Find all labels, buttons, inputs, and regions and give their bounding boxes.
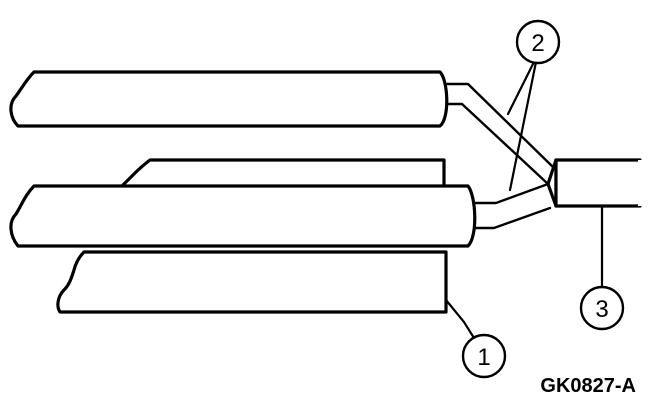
leader-2a bbox=[506, 60, 536, 116]
combined-wire bbox=[554, 158, 642, 208]
callout-2-label: 2 bbox=[531, 30, 544, 57]
lower-plate bbox=[56, 250, 448, 314]
callout-2: 2 bbox=[515, 19, 561, 65]
figure-code: GK0827-A bbox=[540, 375, 636, 397]
leader-1 bbox=[444, 298, 476, 340]
lower-wire bbox=[9, 184, 477, 248]
leader-2b bbox=[508, 60, 538, 192]
lower-strand-inner bbox=[470, 206, 552, 230]
upper-wire bbox=[9, 70, 449, 128]
callout-1-label: 1 bbox=[477, 344, 490, 371]
callout-3: 3 bbox=[579, 285, 625, 331]
callout-1: 1 bbox=[461, 333, 507, 379]
upper-strand-outer bbox=[442, 82, 556, 170]
lower-strand-outer bbox=[470, 182, 550, 205]
upper-strand-inner bbox=[442, 102, 550, 186]
callout-3-label: 3 bbox=[595, 296, 608, 323]
